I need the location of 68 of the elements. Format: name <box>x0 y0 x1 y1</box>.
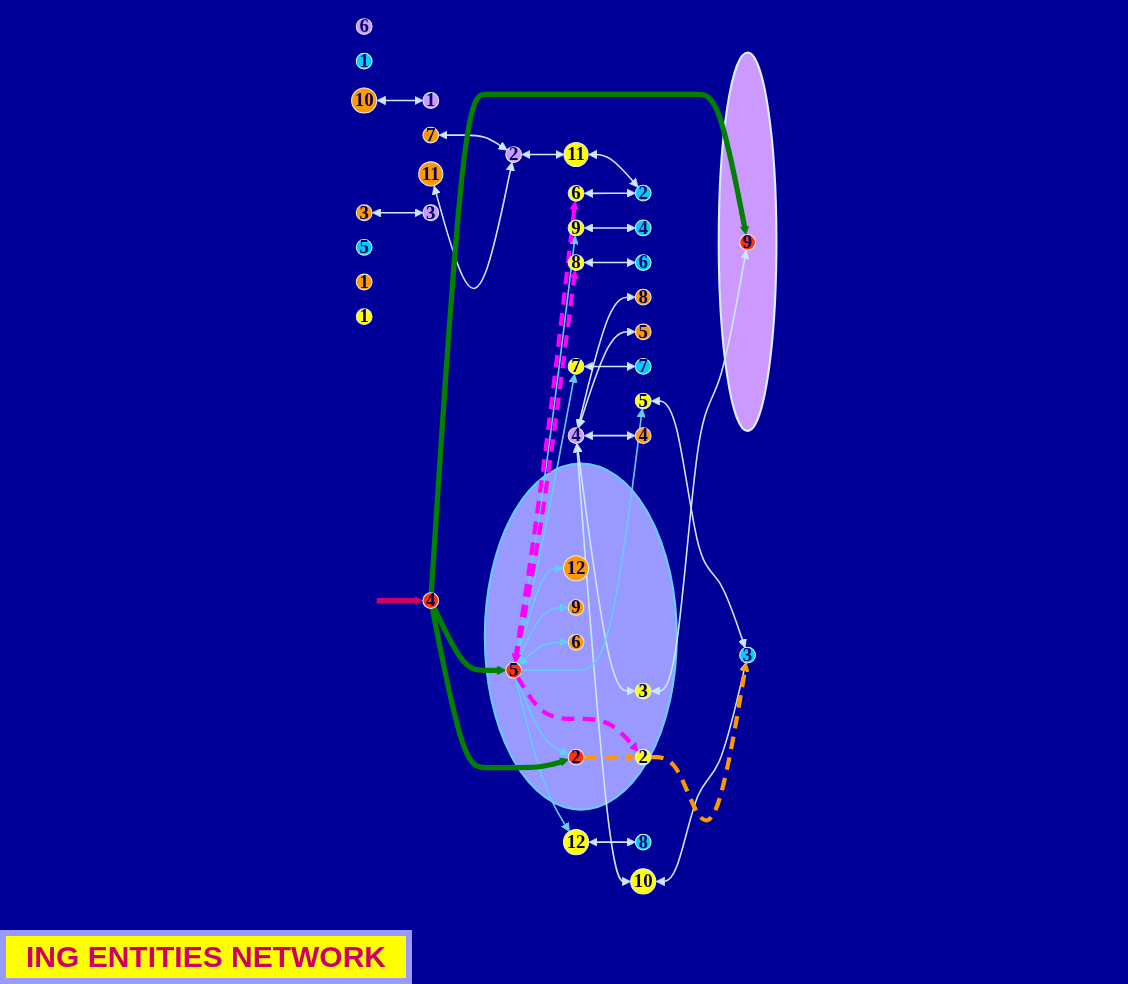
arrow <box>583 223 636 233</box>
node-circle: 4 <box>422 592 440 609</box>
node-circle: 1 <box>355 273 373 291</box>
node-circle: 5 <box>634 392 652 410</box>
node-circle: 2 <box>567 748 585 766</box>
node-circle: 8 <box>634 833 652 851</box>
node-circle: 6 <box>355 18 373 35</box>
node-circle: 6 <box>634 254 652 271</box>
arrow <box>429 607 569 771</box>
arrow <box>516 603 569 664</box>
node-circle: 12 <box>562 555 590 582</box>
arrow <box>520 408 646 672</box>
node-circle: 5 <box>355 238 373 256</box>
node-circle: 3 <box>355 204 373 222</box>
node-circle: 1 <box>422 92 440 109</box>
node-circle: 1 <box>355 308 373 325</box>
arrow <box>372 208 424 218</box>
arrow <box>588 837 636 847</box>
arrow <box>376 596 424 606</box>
arrow <box>515 676 639 752</box>
node-circle: 8 <box>567 254 585 271</box>
node-circle: 2 <box>505 146 523 163</box>
arrow <box>376 95 424 106</box>
arrow <box>514 373 578 664</box>
node-circle: 9 <box>567 219 585 237</box>
arrow <box>583 752 636 762</box>
node-circle: 10 <box>351 87 378 114</box>
arrow <box>583 361 636 372</box>
node-circle: 7 <box>422 126 440 144</box>
node-circle: 7 <box>567 358 585 375</box>
node-circle: 6 <box>567 184 585 202</box>
node-circle: 2 <box>634 748 652 766</box>
arrow <box>655 662 749 887</box>
arrow <box>651 396 747 649</box>
arrow <box>583 257 636 268</box>
node-circle: 9 <box>567 599 585 617</box>
arrow <box>521 149 565 160</box>
node-circle: 5 <box>505 661 523 679</box>
node-circle: 3 <box>422 204 440 222</box>
node-circle: 4 <box>634 427 652 445</box>
node-circle: 10 <box>630 868 657 895</box>
node-circle: 11 <box>563 141 589 168</box>
arrow <box>573 443 636 696</box>
arrow <box>583 188 636 198</box>
node-circle: 3 <box>634 682 652 700</box>
arrow <box>651 662 750 823</box>
node-circle: 5 <box>634 323 652 341</box>
node-circle: 8 <box>634 288 652 306</box>
node-circle: 1 <box>355 52 373 70</box>
node-circle: 9 <box>739 234 756 251</box>
node-circle: 11 <box>418 161 444 187</box>
node-circle: 4 <box>634 219 652 237</box>
node-circle: 3 <box>739 646 756 664</box>
arrow <box>588 149 639 188</box>
arrow <box>651 249 750 696</box>
title: ING ENTITIES NETWORK <box>0 930 412 984</box>
node-circle: 6 <box>567 633 585 651</box>
node-circle: 12 <box>562 829 590 856</box>
arrow <box>438 130 508 151</box>
arrow <box>583 431 636 441</box>
node-circle: 2 <box>634 184 652 202</box>
arrow <box>428 91 749 593</box>
arrow <box>519 637 569 665</box>
arrow <box>431 161 515 290</box>
arrow <box>514 677 570 832</box>
node-circle: 4 <box>567 427 585 445</box>
arrow <box>575 292 636 428</box>
node-circle: 7 <box>634 358 652 375</box>
